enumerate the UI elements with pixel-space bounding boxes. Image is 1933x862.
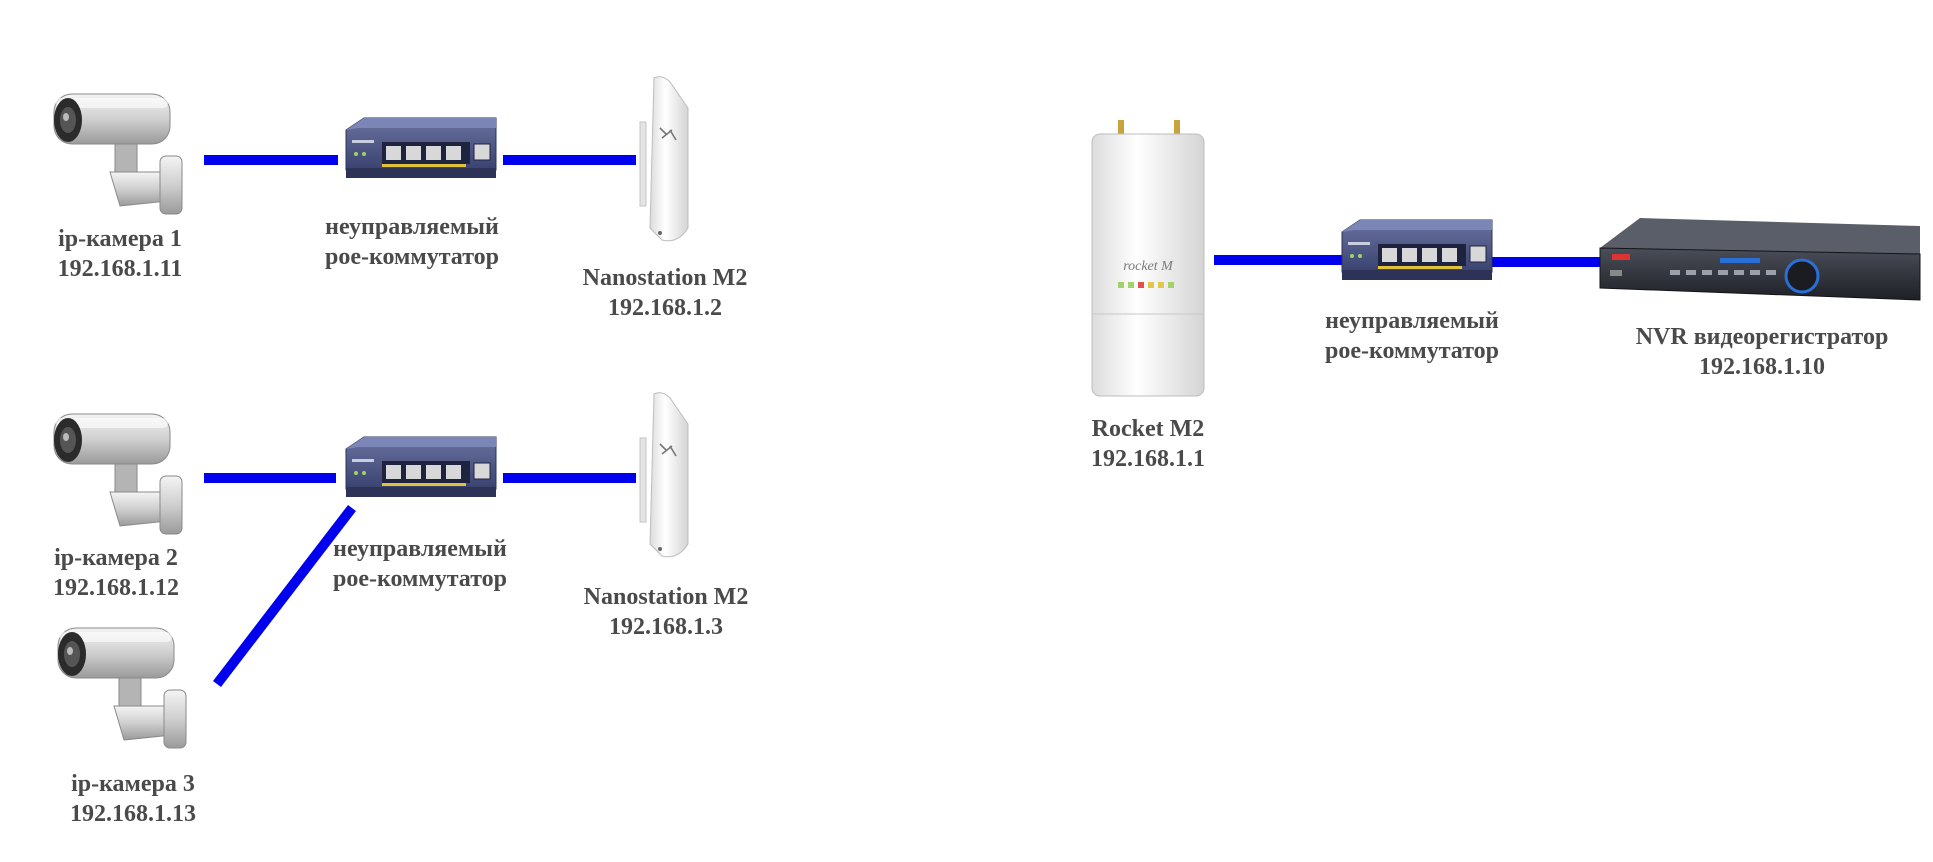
node-name: ip-камера 1 bbox=[58, 226, 182, 252]
label-cam3: ip-камера 3 192.168.1.13 bbox=[70, 769, 196, 829]
label-nano2: Nanostation M2 192.168.1.3 bbox=[584, 582, 749, 642]
label-sw3: неуправляемый poe-коммутатор bbox=[1325, 306, 1499, 366]
nvr-recorder-icon bbox=[1599, 218, 1921, 301]
label-nano1: Nanostation M2 192.168.1.2 bbox=[583, 263, 748, 323]
node-ip: 192.168.1.1 bbox=[1091, 446, 1205, 472]
label-nvr: NVR видеорегистратор 192.168.1.10 bbox=[1636, 322, 1889, 382]
label-cam2: ip-камера 2 192.168.1.12 bbox=[53, 543, 179, 603]
node-name: ip-камера 2 bbox=[54, 545, 178, 571]
nanostation-icon bbox=[639, 75, 689, 242]
poe-switch-icon bbox=[1341, 219, 1493, 281]
node-name: неуправляемый bbox=[1325, 308, 1499, 334]
ip-camera-icon bbox=[53, 413, 183, 535]
node-name: неуправляемый bbox=[325, 214, 499, 240]
node-ip: poe-коммутатор bbox=[332, 566, 508, 592]
node-name: неуправляемый bbox=[333, 536, 507, 562]
node-name: Nanostation M2 bbox=[582, 265, 748, 291]
nodes-layer: rocket M bbox=[53, 75, 1921, 749]
node-ip: 192.168.1.2 bbox=[607, 295, 722, 321]
label-cam1: ip-камера 1 192.168.1.11 bbox=[58, 224, 183, 284]
node-ip: poe-коммутатор bbox=[1324, 338, 1500, 364]
node-ip: poe-коммутатор bbox=[324, 244, 500, 270]
rocket-badge-text: rocket M bbox=[1123, 259, 1174, 274]
link-cam3-sw2 bbox=[213, 504, 356, 688]
label-sw2: неуправляемый poe-коммутатор bbox=[333, 534, 507, 594]
ip-camera-icon bbox=[57, 627, 187, 749]
node-ip: 192.168.1.13 bbox=[70, 801, 196, 827]
label-sw1: неуправляемый poe-коммутатор bbox=[325, 212, 499, 272]
node-name: Rocket M2 bbox=[1091, 416, 1205, 442]
links-layer bbox=[204, 155, 1602, 688]
ip-camera-icon bbox=[53, 93, 183, 215]
node-name: Nanostation M2 bbox=[583, 584, 749, 610]
node-name: NVR видеорегистратор bbox=[1635, 324, 1889, 350]
node-ip: 192.168.1.3 bbox=[608, 614, 723, 640]
poe-switch-icon bbox=[345, 436, 497, 498]
poe-switch-icon bbox=[345, 117, 497, 179]
rocket-m2-icon: rocket M bbox=[1091, 120, 1205, 397]
nanostation-icon bbox=[639, 391, 689, 558]
node-ip: 192.168.1.12 bbox=[53, 575, 179, 601]
node-ip: 192.168.1.10 bbox=[1699, 354, 1825, 380]
node-name: ip-камера 3 bbox=[71, 771, 195, 797]
node-ip: 192.168.1.11 bbox=[57, 256, 183, 282]
label-rocket: Rocket M2 192.168.1.1 bbox=[1091, 414, 1205, 474]
